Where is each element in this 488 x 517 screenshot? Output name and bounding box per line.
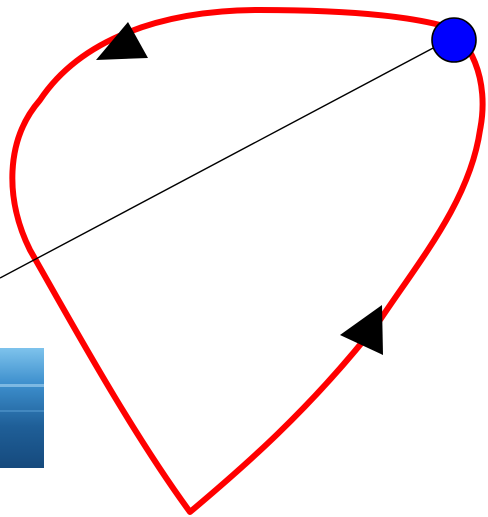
- sea-image-thumbnail: [0, 348, 44, 468]
- moving-point: [431, 17, 477, 63]
- direction-arrow-upper: [96, 22, 148, 60]
- direction-arrow-lower: [340, 305, 383, 355]
- position-vector-line: [0, 37, 453, 279]
